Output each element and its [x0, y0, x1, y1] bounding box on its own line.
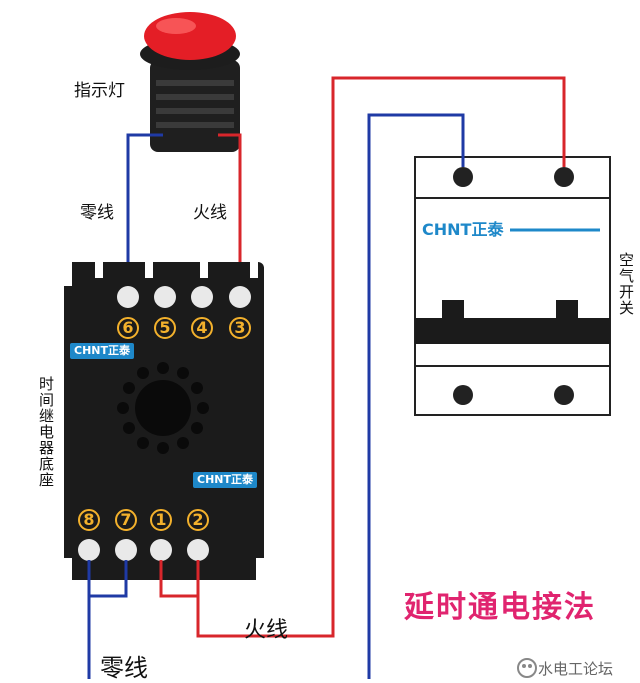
terminal-number: 7 — [120, 510, 132, 529]
lamp-live-wire — [218, 133, 242, 292]
relay-base-label: 时间继电器底座 — [37, 376, 55, 488]
relay-base — [64, 262, 264, 580]
neutral-top-label: 零线 — [80, 203, 114, 223]
terminal-number: 2 — [192, 510, 204, 529]
neutral-bottom-label: 零线 — [100, 654, 148, 682]
base-brand-top-badge: CHNT正泰 — [70, 343, 134, 359]
watermark-icon — [517, 658, 537, 678]
base-neutral-bridge-wire — [89, 560, 128, 598]
live-bottom-label: 火线 — [244, 618, 289, 643]
air-breaker — [414, 156, 611, 416]
indicator-label: 指示灯 — [74, 81, 125, 101]
base-brand-top: CHNT正泰 — [74, 344, 130, 357]
lamp-neutral-wire — [126, 133, 163, 292]
diagram-title: 延时通电接法 — [404, 590, 596, 625]
terminal-number: 6 — [122, 318, 134, 337]
breaker-live-wire — [196, 76, 566, 638]
terminal-number: 3 — [234, 318, 246, 337]
indicator-lamp — [140, 12, 240, 152]
breaker-brand: CHNT正泰 — [422, 220, 504, 239]
terminal-number: 8 — [83, 510, 95, 529]
terminal-number: 4 — [196, 318, 208, 337]
base-brand-bottom-badge: CHNT正泰 — [193, 472, 257, 488]
terminal-number: 1 — [155, 510, 167, 529]
watermark-text: 水电工论坛 — [538, 660, 614, 678]
live-top-label: 火线 — [193, 203, 227, 223]
base-live-bridge-wire — [159, 560, 198, 598]
breaker-neutral-wire — [367, 113, 465, 679]
terminal-number: 5 — [159, 318, 171, 337]
breaker-label: 空气开关 — [617, 252, 635, 316]
base-brand-bottom: CHNT正泰 — [197, 473, 253, 486]
